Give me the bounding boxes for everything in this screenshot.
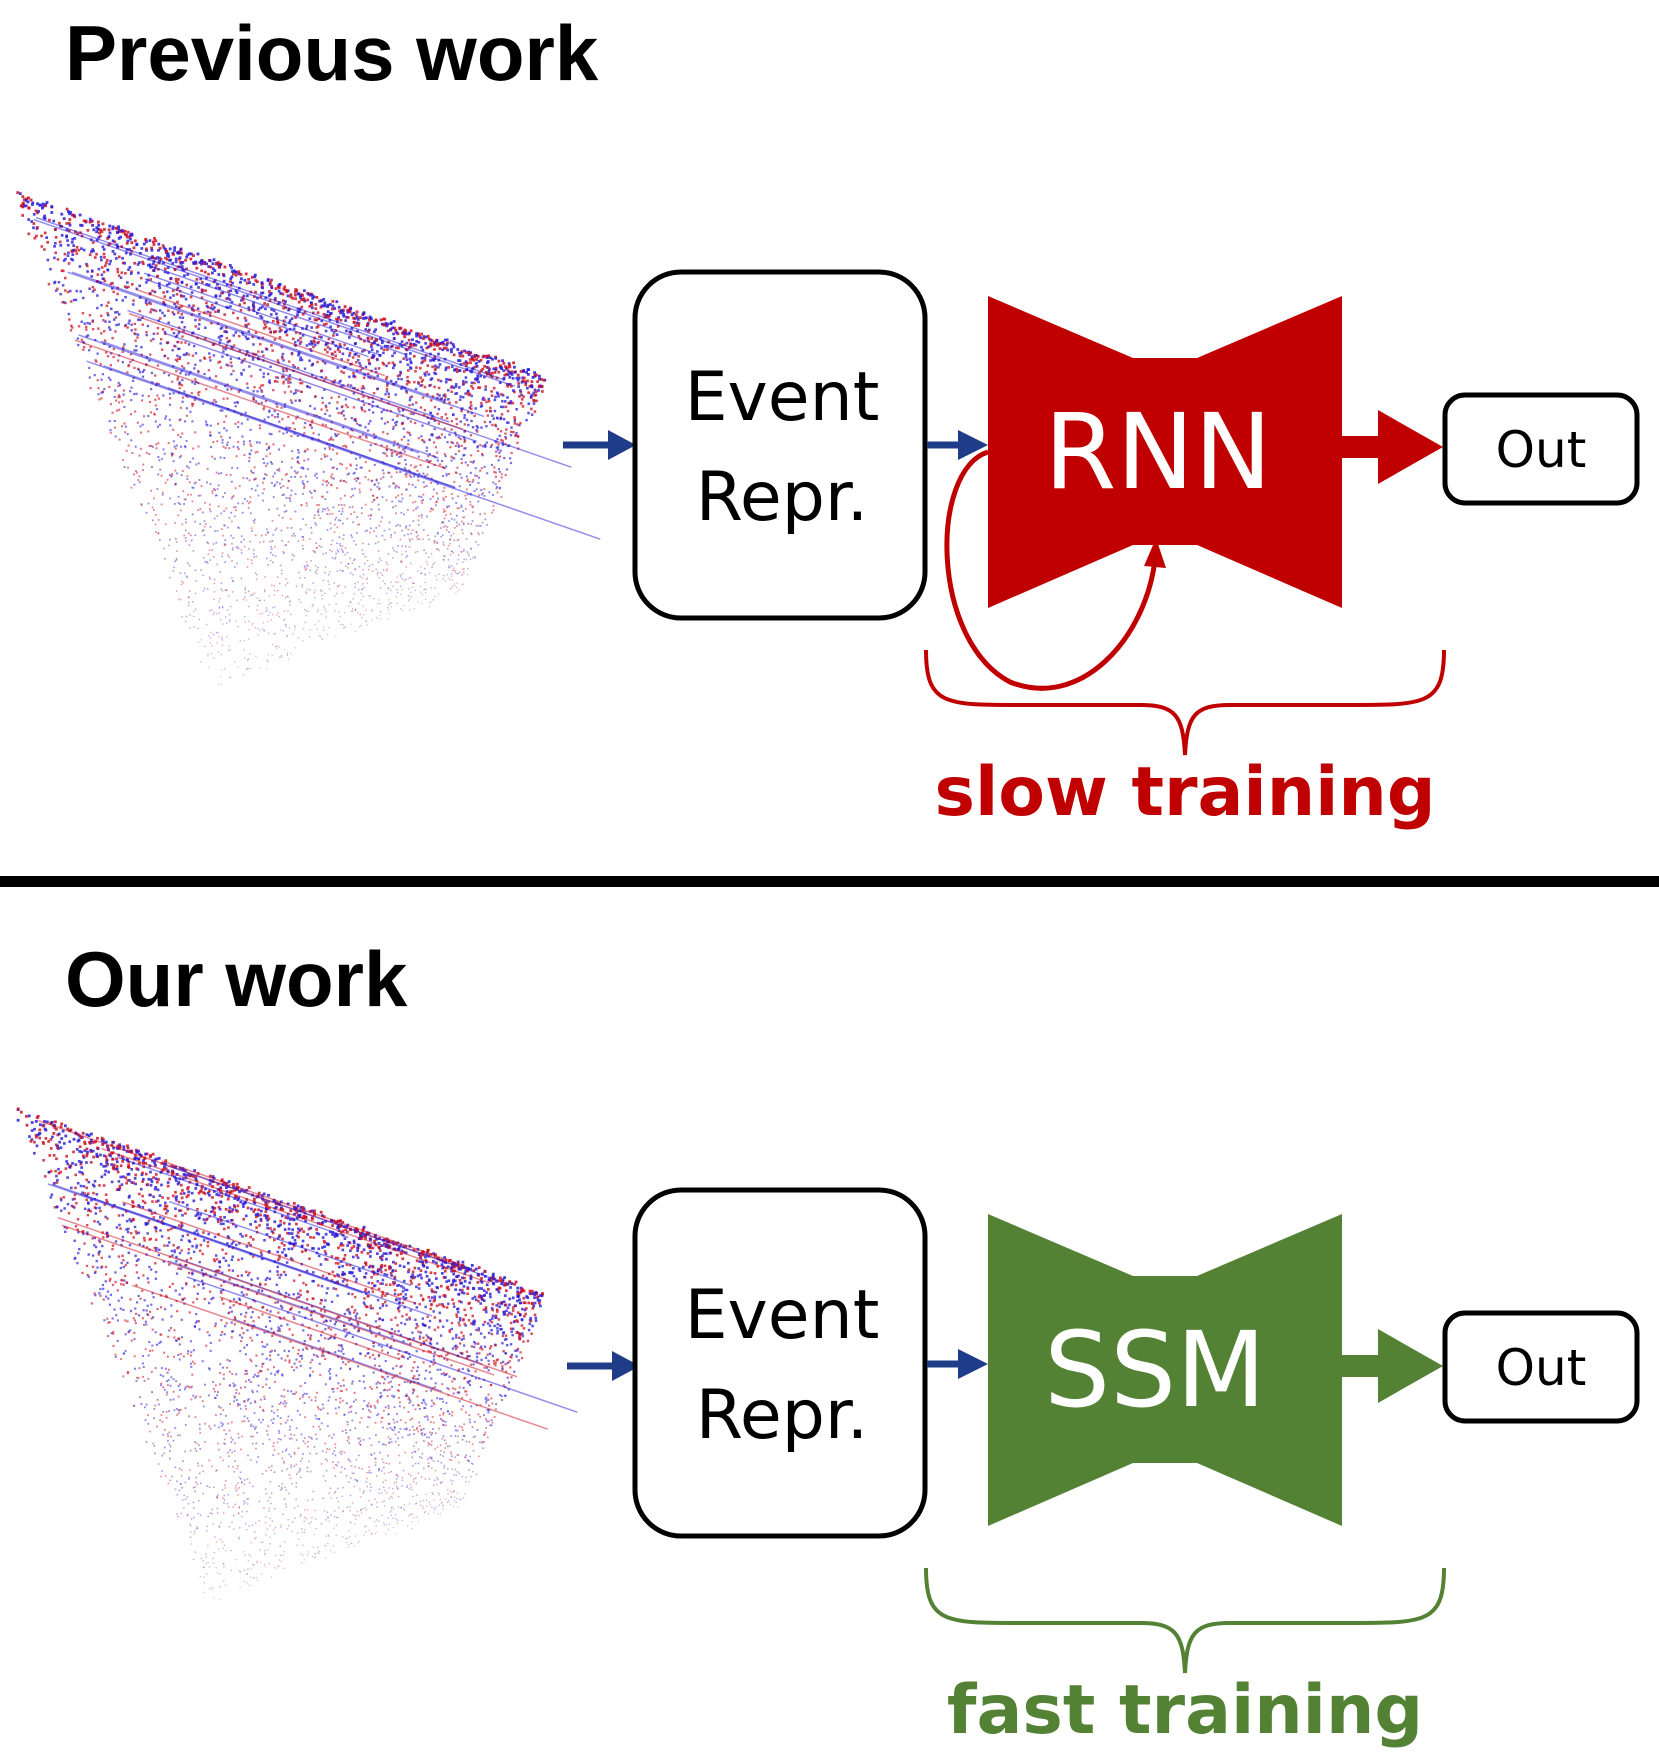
ssm-label: SSM (1044, 1309, 1266, 1431)
recurrent-loop-arrow (944, 449, 1166, 691)
event-repr-label-line2: Repr. (696, 1376, 869, 1455)
event-repr-label-line1: Event (685, 1276, 880, 1355)
event-repr-box-ours: Event Repr. (632, 1187, 928, 1539)
event-cloud-ours (16, 1107, 578, 1601)
rnn-network-block: RNN (988, 296, 1342, 608)
brace-previous (924, 649, 1446, 756)
previous-work-title: Previous work (65, 9, 599, 97)
slow-training-caption: slow training (934, 753, 1435, 832)
fast-training-caption: fast training (947, 1671, 1423, 1750)
our-work-title: Our work (65, 935, 408, 1023)
net-to-out-arrow-ours (1342, 1329, 1443, 1403)
repr-to-net-arrow-ours (927, 1349, 988, 1379)
event-cloud-previous (16, 191, 601, 686)
input-arrow-ours (567, 1351, 640, 1381)
out-label-previous: Out (1496, 421, 1587, 479)
repr-to-net-arrow-previous (927, 430, 988, 460)
out-box-ours: Out (1442, 1310, 1640, 1424)
event-repr-box-previous: Event Repr. (632, 269, 928, 621)
brace-ours (924, 1567, 1446, 1674)
our-work-section: Our work Event Repr. SSM Out f (16, 935, 1640, 1750)
previous-work-section: Previous work Event Repr. RNN (16, 9, 1640, 832)
input-arrow-previous (563, 430, 636, 460)
event-repr-label-line2: Repr. (696, 458, 869, 537)
out-label-ours: Out (1496, 1339, 1587, 1397)
event-repr-label-line1: Event (685, 358, 880, 437)
section-divider (0, 876, 1659, 887)
rnn-label: RNN (1044, 391, 1272, 513)
out-box-previous: Out (1442, 392, 1640, 506)
net-to-out-arrow-previous (1342, 410, 1443, 484)
ssm-network-block: SSM (988, 1214, 1342, 1526)
